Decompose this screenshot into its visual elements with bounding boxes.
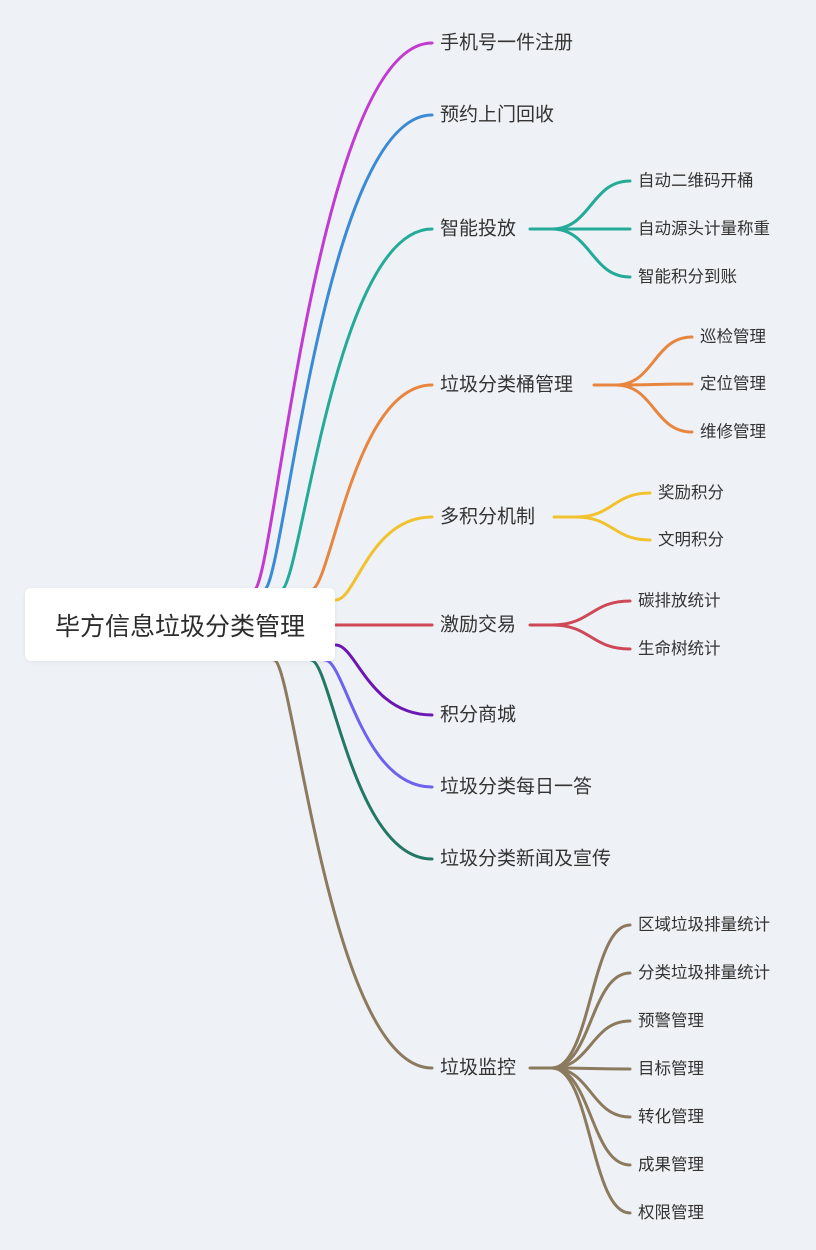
connector-line xyxy=(574,491,652,519)
connector-line xyxy=(614,382,694,387)
child-label[interactable]: 成果管理 xyxy=(638,1155,704,1175)
connector-line xyxy=(550,971,632,1070)
connector-line xyxy=(550,599,632,627)
connector-line xyxy=(334,515,434,602)
branch-label[interactable]: 预约上门回收 xyxy=(440,103,555,126)
child-label[interactable]: 定位管理 xyxy=(700,374,766,394)
child-label[interactable]: 碳排放统计 xyxy=(638,591,721,611)
child-label[interactable]: 权限管理 xyxy=(638,1203,704,1223)
child-label[interactable]: 奖励积分 xyxy=(658,483,724,503)
child-label[interactable]: 转化管理 xyxy=(638,1107,704,1127)
branch-label[interactable]: 积分商城 xyxy=(440,703,517,726)
child-label[interactable]: 文明积分 xyxy=(658,530,724,550)
connector-line xyxy=(550,623,632,651)
connector-line xyxy=(550,1066,632,1119)
branch-label[interactable]: 智能投放 xyxy=(440,217,517,240)
root-node[interactable]: 毕方信息垃圾分类管理 xyxy=(25,588,335,661)
connector-line xyxy=(309,658,434,861)
branch-label[interactable]: 多积分机制 xyxy=(440,505,536,528)
branch-label[interactable]: 垃圾分类每日一答 xyxy=(440,775,593,798)
connector-line xyxy=(614,335,694,387)
connector-line xyxy=(334,643,434,717)
connector-line xyxy=(262,113,434,592)
connector-line xyxy=(252,41,434,592)
connector-line xyxy=(279,227,434,592)
connector-line xyxy=(550,923,632,1070)
connector-line xyxy=(550,1066,632,1215)
child-label[interactable]: 目标管理 xyxy=(638,1059,704,1079)
connector-line xyxy=(550,179,632,231)
child-label[interactable]: 自动二维码开桶 xyxy=(638,171,754,191)
branch-label[interactable]: 手机号一件注册 xyxy=(440,31,574,54)
child-label[interactable]: 智能积分到账 xyxy=(638,267,737,287)
child-label[interactable]: 自动源头计量称重 xyxy=(638,219,770,239)
child-label[interactable]: 生命树统计 xyxy=(638,639,721,659)
connector-line xyxy=(309,383,434,592)
connector-line xyxy=(614,383,694,434)
connector-line xyxy=(550,1019,632,1070)
connector-line xyxy=(550,227,632,279)
connector-line xyxy=(323,658,434,789)
child-label[interactable]: 区域垃圾排量统计 xyxy=(638,915,770,935)
child-label[interactable]: 分类垃圾排量统计 xyxy=(638,963,770,983)
branch-label[interactable]: 垃圾分类桶管理 xyxy=(440,373,574,396)
branch-label[interactable]: 垃圾分类新闻及宣传 xyxy=(440,847,612,870)
branch-label[interactable]: 垃圾监控 xyxy=(440,1056,517,1079)
child-label[interactable]: 预警管理 xyxy=(638,1011,704,1031)
connector-line xyxy=(574,515,652,542)
branch-label[interactable]: 激励交易 xyxy=(440,613,517,636)
child-label[interactable]: 维修管理 xyxy=(700,422,766,442)
child-label[interactable]: 巡检管理 xyxy=(700,327,766,347)
connector-line xyxy=(272,658,434,1070)
